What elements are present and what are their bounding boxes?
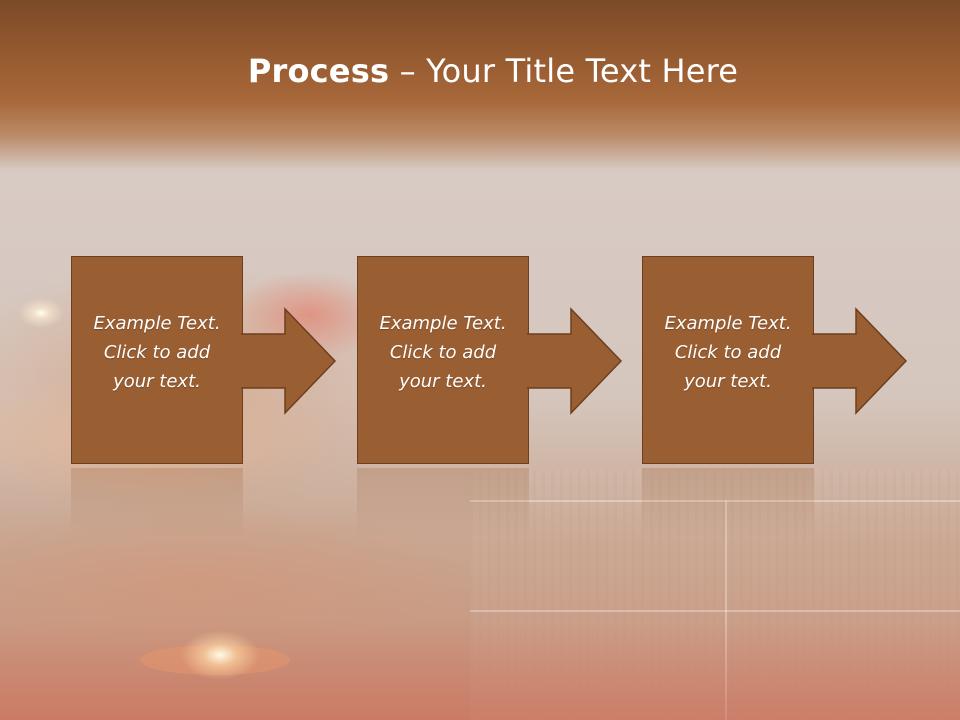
- step-box[interactable]: Example Text. Click to add your text.: [357, 256, 529, 464]
- step-text: Example Text. Click to add your text.: [664, 312, 792, 392]
- title-rest: – Your Title Text Here: [389, 52, 739, 90]
- step-box[interactable]: Example Text. Click to add your text.: [642, 256, 814, 464]
- slide-title[interactable]: Process – Your Title Text Here: [0, 52, 960, 90]
- right-arrow-icon: [812, 307, 908, 415]
- step-box[interactable]: Example Text. Click to add your text.: [71, 256, 243, 464]
- process-step-3: Example Text. Click to add your text.: [642, 256, 908, 466]
- step-text: Example Text. Click to add your text.: [379, 312, 507, 392]
- process-step-2: Example Text. Click to add your text.: [357, 256, 623, 466]
- title-band: Process – Your Title Text Here: [0, 0, 960, 170]
- process-step-1: Example Text. Click to add your text.: [71, 256, 337, 466]
- title-bold: Process: [247, 52, 390, 90]
- step-reflection: [71, 468, 243, 538]
- step-reflection: [642, 468, 814, 538]
- step-text: Example Text. Click to add your text.: [93, 312, 221, 392]
- step-reflection: [357, 468, 529, 538]
- right-arrow-icon: [527, 307, 623, 415]
- right-arrow-icon: [241, 307, 337, 415]
